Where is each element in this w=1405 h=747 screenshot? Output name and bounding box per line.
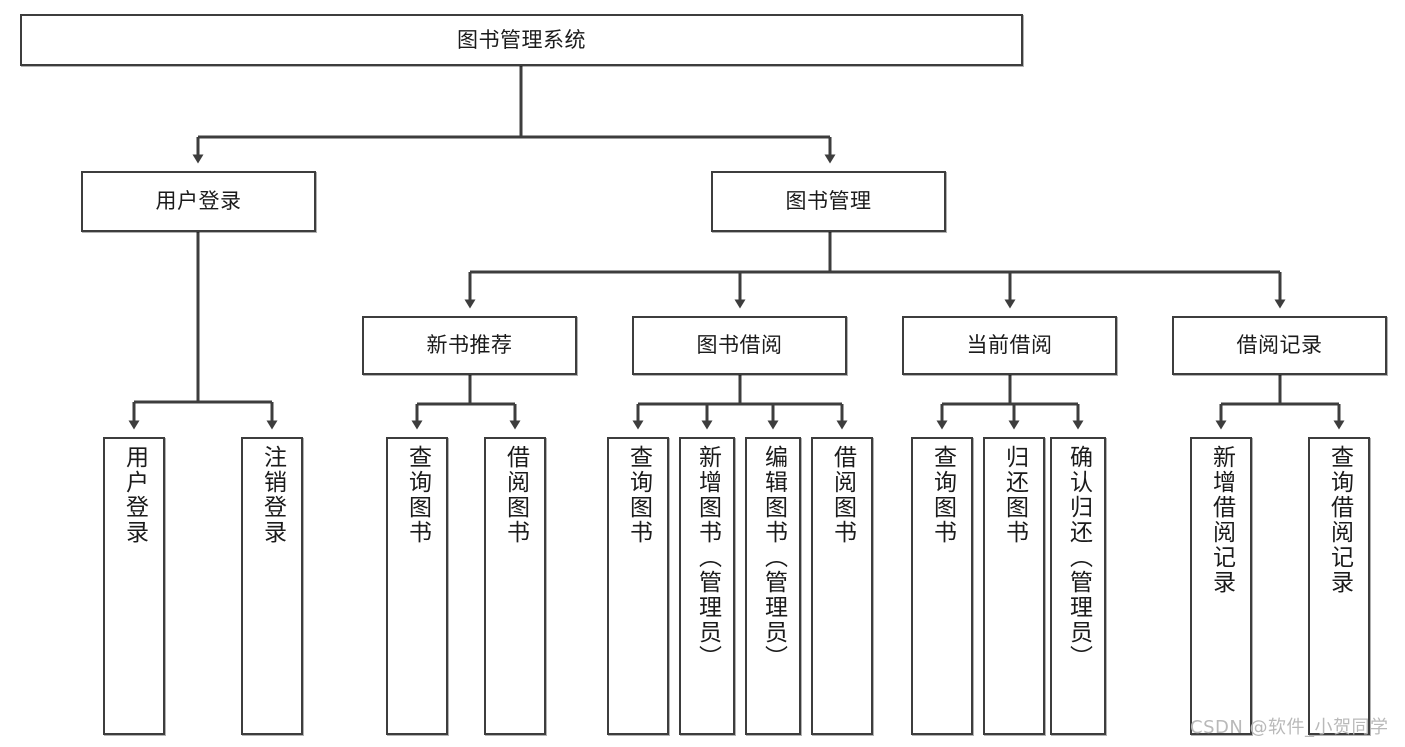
- node-leaf-borrow-book-rec-label: 借阅图书: [502, 445, 529, 545]
- node-leaf-borrow-book-rec[interactable]: 借阅图书: [484, 437, 546, 735]
- node-leaf-add-record[interactable]: 新增借阅记录: [1190, 437, 1252, 735]
- node-leaf-edit-book-label: 编辑图书（管理员）: [760, 445, 787, 670]
- node-leaf-query-book-borrow-label: 查询图书: [625, 445, 652, 545]
- watermark-text: CSDN @软件_小贺同学: [1190, 717, 1389, 738]
- node-leaf-query-book-rec-label: 查询图书: [404, 445, 431, 545]
- node-leaf-query-book-cur[interactable]: 查询图书: [911, 437, 973, 735]
- node-leaf-add-book-label: 新增图书（管理员）: [694, 445, 721, 670]
- node-leaf-add-record-label: 新增借阅记录: [1208, 445, 1235, 595]
- node-book-manage-label: 图书管理: [785, 189, 872, 214]
- node-borrow-record-label: 借阅记录: [1236, 333, 1323, 358]
- node-root[interactable]: 图书管理系统: [20, 14, 1023, 66]
- node-leaf-edit-book[interactable]: 编辑图书（管理员）: [745, 437, 801, 735]
- node-leaf-query-book-cur-label: 查询图书: [929, 445, 956, 545]
- node-leaf-query-record-label: 查询借阅记录: [1326, 445, 1353, 595]
- node-book-borrow-label: 图书借阅: [696, 333, 783, 358]
- node-leaf-confirm-return[interactable]: 确认归还（管理员）: [1050, 437, 1106, 735]
- node-leaf-borrow-book[interactable]: 借阅图书: [811, 437, 873, 735]
- node-leaf-query-book-rec[interactable]: 查询图书: [386, 437, 448, 735]
- node-leaf-query-book-borrow[interactable]: 查询图书: [607, 437, 669, 735]
- node-current-borrow-label: 当前借阅: [966, 333, 1053, 358]
- node-current-borrow[interactable]: 当前借阅: [902, 316, 1117, 375]
- node-leaf-add-book[interactable]: 新增图书（管理员）: [679, 437, 735, 735]
- node-root-label: 图书管理系统: [457, 27, 586, 52]
- node-leaf-user-logout-label: 注销登录: [259, 445, 286, 545]
- node-book-manage[interactable]: 图书管理: [711, 171, 946, 232]
- node-user-login[interactable]: 用户登录: [81, 171, 316, 232]
- node-leaf-return-book-label: 归还图书: [1001, 445, 1028, 545]
- node-leaf-borrow-book-label: 借阅图书: [829, 445, 856, 545]
- node-leaf-user-logout[interactable]: 注销登录: [241, 437, 303, 735]
- node-leaf-return-book[interactable]: 归还图书: [983, 437, 1045, 735]
- node-book-borrow[interactable]: 图书借阅: [632, 316, 847, 375]
- node-new-book-recommend-label: 新书推荐: [426, 333, 513, 358]
- node-leaf-user-login-label: 用户登录: [121, 445, 148, 545]
- node-user-login-label: 用户登录: [155, 189, 242, 214]
- node-borrow-record[interactable]: 借阅记录: [1172, 316, 1387, 375]
- node-new-book-recommend[interactable]: 新书推荐: [362, 316, 577, 375]
- node-leaf-user-login[interactable]: 用户登录: [103, 437, 165, 735]
- node-leaf-query-record[interactable]: 查询借阅记录: [1308, 437, 1370, 735]
- node-leaf-confirm-return-label: 确认归还（管理员）: [1065, 445, 1092, 670]
